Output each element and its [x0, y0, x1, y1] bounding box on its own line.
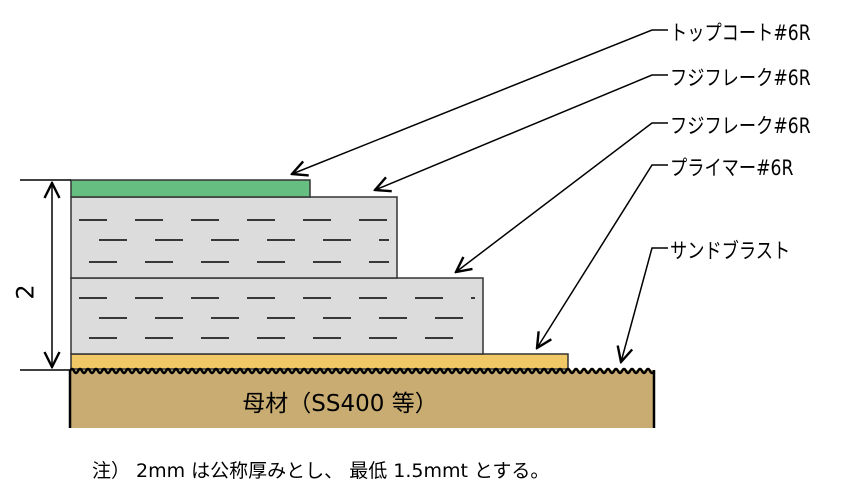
note-text: 注） 2mm は公称厚みとし、 最低 1.5mmt とする。 [92, 460, 550, 482]
flake-layer-2 [70, 277, 484, 355]
primer-layer [70, 353, 569, 370]
label-flake-1: フジフレーク#6R [670, 66, 811, 90]
base-material-label: 母材（SS400 等） [242, 391, 438, 417]
label-top-coat: トップコート#6R [670, 21, 811, 45]
flake-layer-1 [70, 196, 398, 279]
flake-pattern [79, 219, 475, 339]
leader-lines [292, 29, 668, 362]
thickness-dimension: 2 [11, 284, 40, 300]
label-flake-2: フジフレーク#6R [670, 114, 811, 138]
base-material [70, 370, 654, 428]
sandblast-surface [68, 367, 656, 375]
label-primer: プライマー#6R [670, 156, 794, 180]
label-sandblast: サンドブラスト [670, 239, 791, 263]
top-coat-layer [70, 179, 311, 198]
